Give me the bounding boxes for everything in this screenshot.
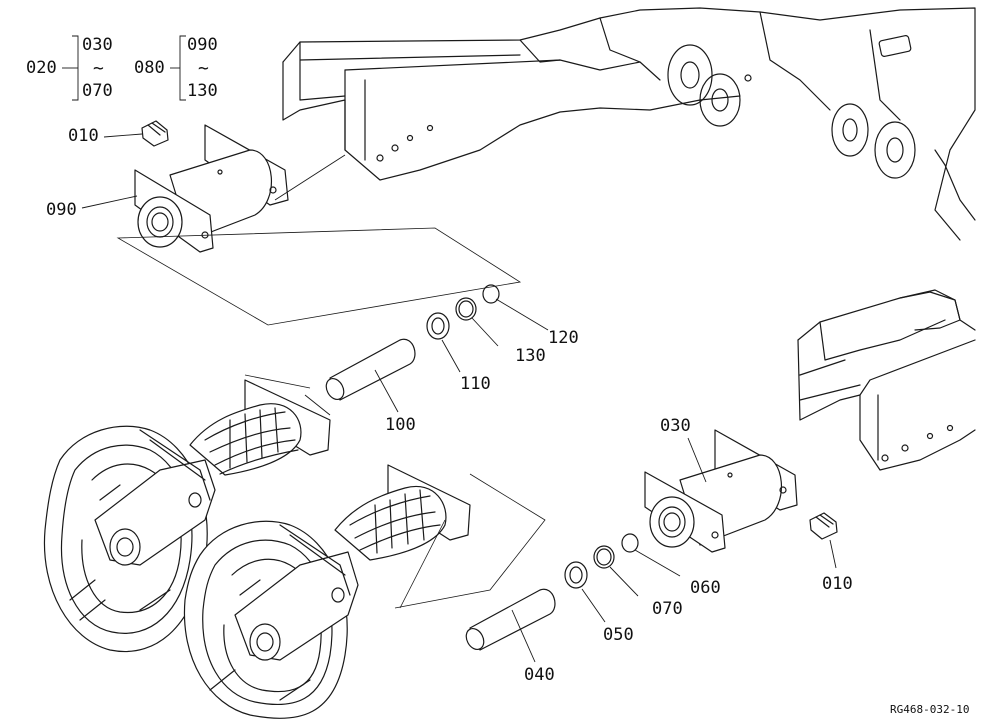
callout-020: 020 [26,58,57,78]
callout-080-range-end: 130 [187,81,218,101]
callout-080-range-start: 090 [187,35,218,55]
upper-pin-assembly [325,284,500,401]
drawing-code: RG468-032-10 [890,703,970,716]
idler-assembly-rear [43,379,331,653]
leader-lines [62,35,837,663]
alignment-planes [116,227,546,609]
callout-070: 070 [652,599,683,619]
callout-130: 130 [515,346,546,366]
callout-120: 120 [548,328,579,348]
callout-050: 050 [603,625,634,645]
callout-020-range-start: 030 [82,35,113,55]
callout-010-top: 010 [68,126,99,146]
idler-assembly-front [183,464,471,719]
callout-090: 090 [46,200,77,220]
lower-pin-assembly [465,533,639,651]
lower-track-frame [797,289,976,471]
callout-080-range-tilde: ~ [198,58,209,79]
callout-020-range-end: 070 [82,81,113,101]
callout-020-range-tilde: ~ [93,58,104,79]
lower-cylinder-bracket [644,429,798,553]
callout-010-bottom: 010 [822,574,853,594]
bolt-010-bottom [809,512,838,540]
upper-track-frame [282,7,976,241]
callout-030: 030 [660,416,691,436]
upper-cylinder-bracket [134,124,289,253]
bolt-010-top [141,120,169,147]
callout-110: 110 [460,374,491,394]
callout-060: 060 [690,578,721,598]
callout-080: 080 [134,58,165,78]
callout-100: 100 [385,415,416,435]
callout-040: 040 [524,665,555,685]
